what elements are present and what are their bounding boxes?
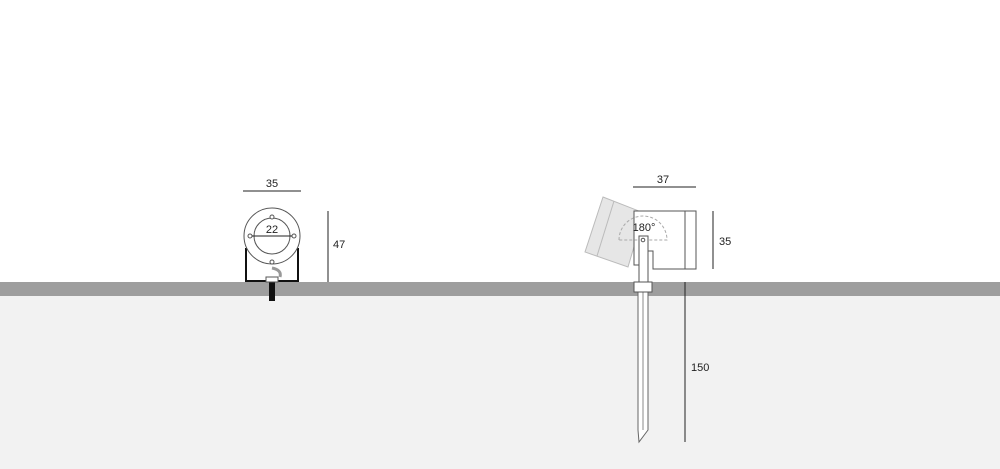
rotation-label: 180° [633,222,656,234]
width-label: 37 [657,174,669,186]
soil-area [0,296,1000,469]
ground-line [0,282,1000,296]
stake-length-label: 150 [691,362,709,374]
rotation-arc [618,215,668,241]
spike-spotlight-fixture: 180° 37 35 150 [584,174,731,444]
lens-diameter-label: 22 [266,224,278,236]
stake-collar [633,281,653,293]
width-label: 35 [266,178,278,190]
surface-mount-fixture: 22 35 47 [243,178,345,301]
height-label: 35 [719,236,731,248]
pivot [640,237,646,243]
pole [638,235,649,283]
height-label: 47 [333,239,345,251]
tilted-head-ghost [584,196,645,268]
cable-stem [269,282,275,301]
background [0,0,1000,282]
cable [271,266,282,278]
base-clamp [265,276,279,283]
